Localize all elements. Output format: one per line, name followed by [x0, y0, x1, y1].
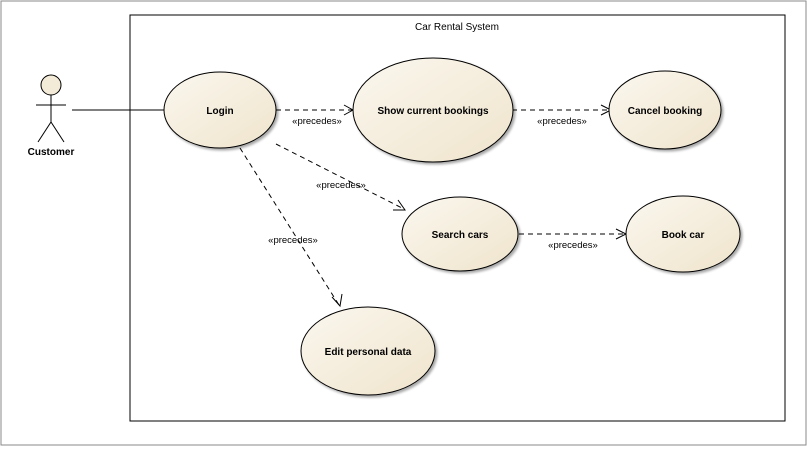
- use-case-ellipse: [625, 195, 741, 273]
- use-case-search-cars[interactable]: Search cars: [401, 196, 519, 272]
- use-case-label: Login: [206, 106, 233, 117]
- use-case-show-current-bookings[interactable]: Show current bookings: [352, 57, 514, 163]
- use-case-label: Show current bookings: [377, 106, 489, 117]
- use-case-label: Edit personal data: [325, 347, 412, 358]
- use-case-label: Cancel booking: [628, 106, 702, 117]
- actor-right-leg: [50, 121, 65, 143]
- relation-label: «precedes»: [548, 240, 598, 251]
- arrowhead-edit-personal: [331, 293, 343, 308]
- relation-login-search-cars[interactable]: [275, 143, 405, 210]
- use-case-cancel-booking[interactable]: Cancel booking: [608, 70, 722, 150]
- actor-name: Customer: [28, 147, 75, 158]
- arrowhead-search-cars: [393, 199, 406, 211]
- relation-label: «precedes»: [537, 116, 587, 127]
- use-case-ellipse: [401, 196, 519, 272]
- use-case-ellipse: [608, 70, 722, 150]
- relation-label: «precedes»: [268, 235, 318, 246]
- actor-head: [40, 74, 62, 96]
- relation-login-edit-personal[interactable]: [239, 147, 340, 306]
- use-case-ellipse: [163, 71, 277, 149]
- use-case-ellipse: [352, 57, 514, 163]
- relation-label: «precedes»: [316, 180, 366, 191]
- use-case-login[interactable]: Login: [163, 71, 277, 149]
- relation-label: «precedes»: [292, 116, 342, 127]
- actor-left-leg: [37, 121, 52, 143]
- use-case-ellipse: [300, 306, 436, 396]
- use-case-label: Search cars: [432, 230, 489, 241]
- use-case-book-car[interactable]: Book car: [625, 195, 741, 273]
- use-case-edit-personal-data[interactable]: Edit personal data: [300, 306, 436, 396]
- use-case-label: Book car: [662, 230, 705, 241]
- system-title: Car Rental System: [415, 22, 499, 33]
- actor-customer[interactable]: Customer: [28, 74, 75, 158]
